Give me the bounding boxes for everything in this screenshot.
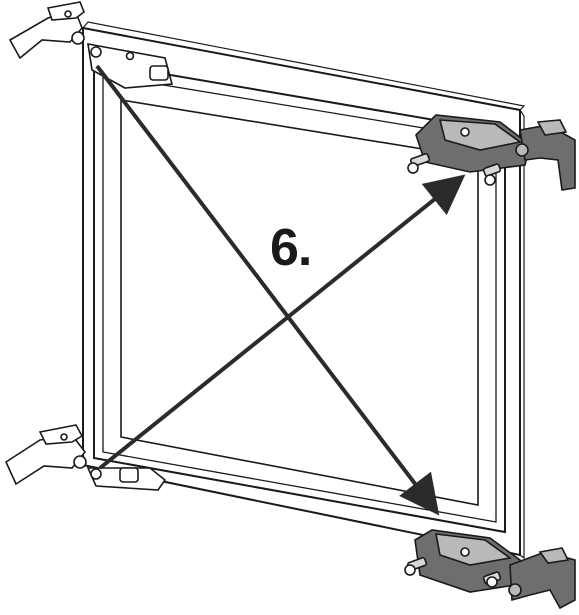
diagonal-arrow-down	[95, 64, 440, 516]
door-inner-frame-1	[93, 60, 506, 534]
door-inner-frame-2	[102, 74, 497, 523]
door-inner-panel	[120, 99, 479, 506]
diagonal-arrow-up	[98, 174, 466, 470]
door-edge	[519, 109, 525, 560]
hinge-bracket-icon	[8, 1, 174, 89]
door-hinge-icon	[407, 114, 576, 191]
step-number: 6.	[270, 219, 312, 277]
hinge-bracket-icon	[4, 424, 167, 491]
door-hinge-icon	[404, 529, 576, 610]
arrows	[95, 64, 466, 516]
door-top-edge	[82, 21, 526, 111]
